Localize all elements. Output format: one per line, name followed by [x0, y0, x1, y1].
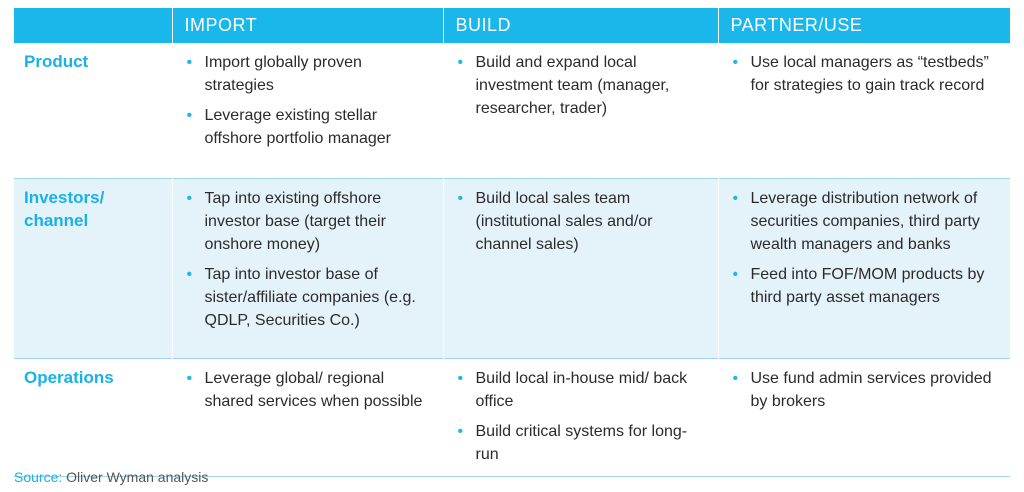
cell-product-build: • Build and expand local investment team … [442, 43, 718, 179]
bullet-text: Use fund admin services provided by brok… [750, 370, 992, 410]
cell-operations-partner-use: • Use fund admin services provided by bro… [717, 358, 1010, 477]
cell-investors-build: • Build local sales team (institutional s… [442, 178, 718, 359]
bullet-item: • Build critical systems for long-run [456, 420, 708, 466]
bullet-item: • Import globally proven strategies [185, 51, 433, 97]
header-corner [14, 8, 172, 43]
cell-operations-import: • Leverage global/ regional shared servic… [171, 358, 443, 477]
cell-operations-build: • Build local in-house mid/ back office •… [442, 358, 718, 477]
bullet-text: Build local sales team (institutional sa… [475, 190, 653, 253]
bullet-text: Use local managers as “testbeds” for str… [750, 54, 989, 94]
bullet-text: Leverage existing stellar offshore portf… [204, 107, 391, 147]
row-label-investors-channel: Investors/ channel [14, 178, 172, 359]
bullet-icon: • [186, 54, 193, 71]
bullet-text: Tap into existing offshore investor base… [204, 190, 386, 253]
header-row: IMPORT BUILD PARTNER/USE [14, 8, 1010, 43]
bullet-icon: • [186, 190, 193, 207]
bullet-icon: • [732, 370, 739, 387]
bullet-icon: • [457, 54, 464, 71]
bullet-icon: • [457, 423, 464, 440]
cell-investors-import: • Tap into existing offshore investor bas… [171, 178, 443, 359]
bullet-item: • Leverage distribution network of securi… [731, 187, 1001, 256]
bullet-item: • Tap into existing offshore investor bas… [185, 187, 433, 256]
bullet-item: • Leverage global/ regional shared servic… [185, 367, 433, 413]
bullet-icon: • [457, 190, 464, 207]
cell-product-import: • Import globally proven strategies • Leve… [171, 43, 443, 179]
cell-investors-partner-use: • Leverage distribution network of securi… [717, 178, 1010, 359]
bullet-icon: • [732, 266, 739, 283]
bullet-text: Build and expand local investment team (… [475, 54, 670, 117]
bullet-text: Build critical systems for long-run [475, 423, 688, 463]
bullet-icon: • [732, 190, 739, 207]
bullet-text: Leverage global/ regional shared service… [204, 370, 423, 410]
bullet-text: Import globally proven strategies [204, 54, 362, 94]
cell-product-partner-use: • Use local managers as “testbeds” for st… [717, 43, 1010, 179]
header-import: IMPORT [171, 8, 443, 43]
row-label-operations: Operations [14, 358, 172, 477]
row-operations: Operations • Leverage global/ regional sh… [14, 358, 1010, 477]
strategy-table: IMPORT BUILD PARTNER/USE Product • Import… [14, 8, 1010, 477]
bullet-icon: • [186, 266, 193, 283]
bullet-text: Leverage distribution network of securit… [750, 190, 980, 253]
bullet-item: • Use fund admin services provided by bro… [731, 367, 1001, 413]
bullet-icon: • [186, 370, 193, 387]
bullet-icon: • [457, 370, 464, 387]
bullet-text: Tap into investor base of sister/affilia… [204, 266, 416, 329]
bullet-item: • Build local in-house mid/ back office [456, 367, 708, 413]
source-label: Source: [14, 469, 63, 485]
bullet-item: • Build local sales team (institutional s… [456, 187, 708, 256]
bullet-text: Build local in-house mid/ back office [475, 370, 688, 410]
row-product: Product • Import globally proven strategi… [14, 43, 1010, 179]
bullet-item: • Use local managers as “testbeds” for st… [731, 51, 1001, 97]
header-partner-use: PARTNER/USE [717, 8, 1010, 43]
bullet-item: • Feed into FOF/MOM products by third par… [731, 263, 1001, 309]
bullet-text: Feed into FOF/MOM products by third part… [750, 266, 985, 306]
source-note: Source: Oliver Wyman analysis [14, 469, 208, 485]
row-label-product: Product [24, 52, 89, 71]
bullet-icon: • [186, 107, 193, 124]
source-text: Oliver Wyman analysis [66, 469, 209, 485]
bullet-item: • Build and expand local investment team … [456, 51, 708, 120]
bullet-item: • Tap into investor base of sister/affili… [185, 263, 433, 332]
row-investors-channel: Investors/ channel • Tap into existing of… [14, 178, 1010, 359]
bullet-item: • Leverage existing stellar offshore port… [185, 104, 433, 150]
header-build: BUILD [442, 8, 718, 43]
bullet-icon: • [732, 54, 739, 71]
